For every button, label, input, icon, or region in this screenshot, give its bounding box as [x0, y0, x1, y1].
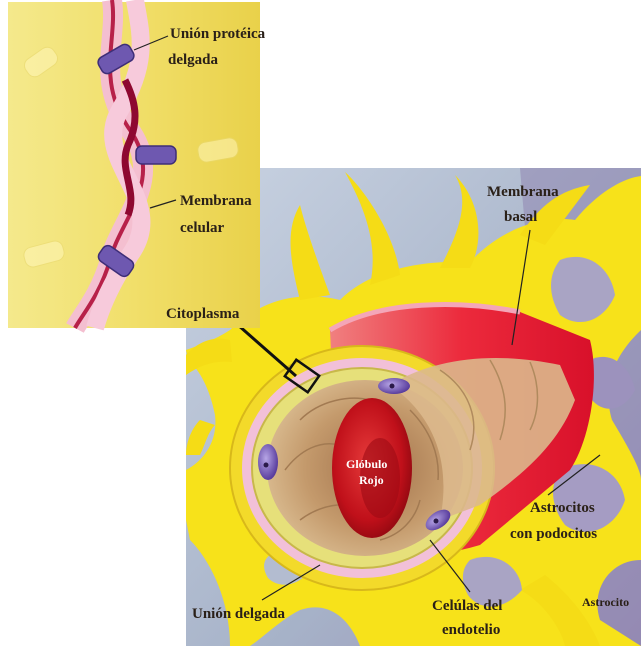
label-red-blood-cell-line1: Glóbulo	[346, 457, 387, 471]
label-astrocytes-line2: con podocitos	[510, 526, 597, 542]
nucleus	[258, 444, 278, 480]
label-cell-membrane-line2: celular	[180, 220, 224, 236]
inset-panel	[8, 0, 260, 328]
label-astrocyte: Astrocito	[582, 595, 629, 609]
label-tight-junction-line2: delgada	[168, 52, 219, 68]
label-basal-membrane-line2: basal	[504, 209, 537, 225]
junction-protein	[136, 146, 176, 164]
label-cell-membrane-line1: Membrana	[180, 193, 252, 209]
nucleolus	[390, 384, 395, 389]
label-endothelium-line2: endotelio	[442, 622, 500, 638]
label-cytoplasm: Citoplasma	[166, 306, 240, 322]
label-tight-junction-line1: Unión protéica	[170, 26, 266, 42]
label-thin-junction: Unión delgada	[192, 606, 285, 622]
nucleolus	[434, 519, 439, 524]
nucleolus	[264, 463, 269, 468]
label-astrocytes-line1: Astrocitos	[530, 500, 595, 516]
label-endothelium-line1: Celúlas del	[432, 598, 502, 614]
label-red-blood-cell-line2: Rojo	[359, 473, 384, 487]
label-basal-membrane-line1: Membrana	[487, 184, 559, 200]
